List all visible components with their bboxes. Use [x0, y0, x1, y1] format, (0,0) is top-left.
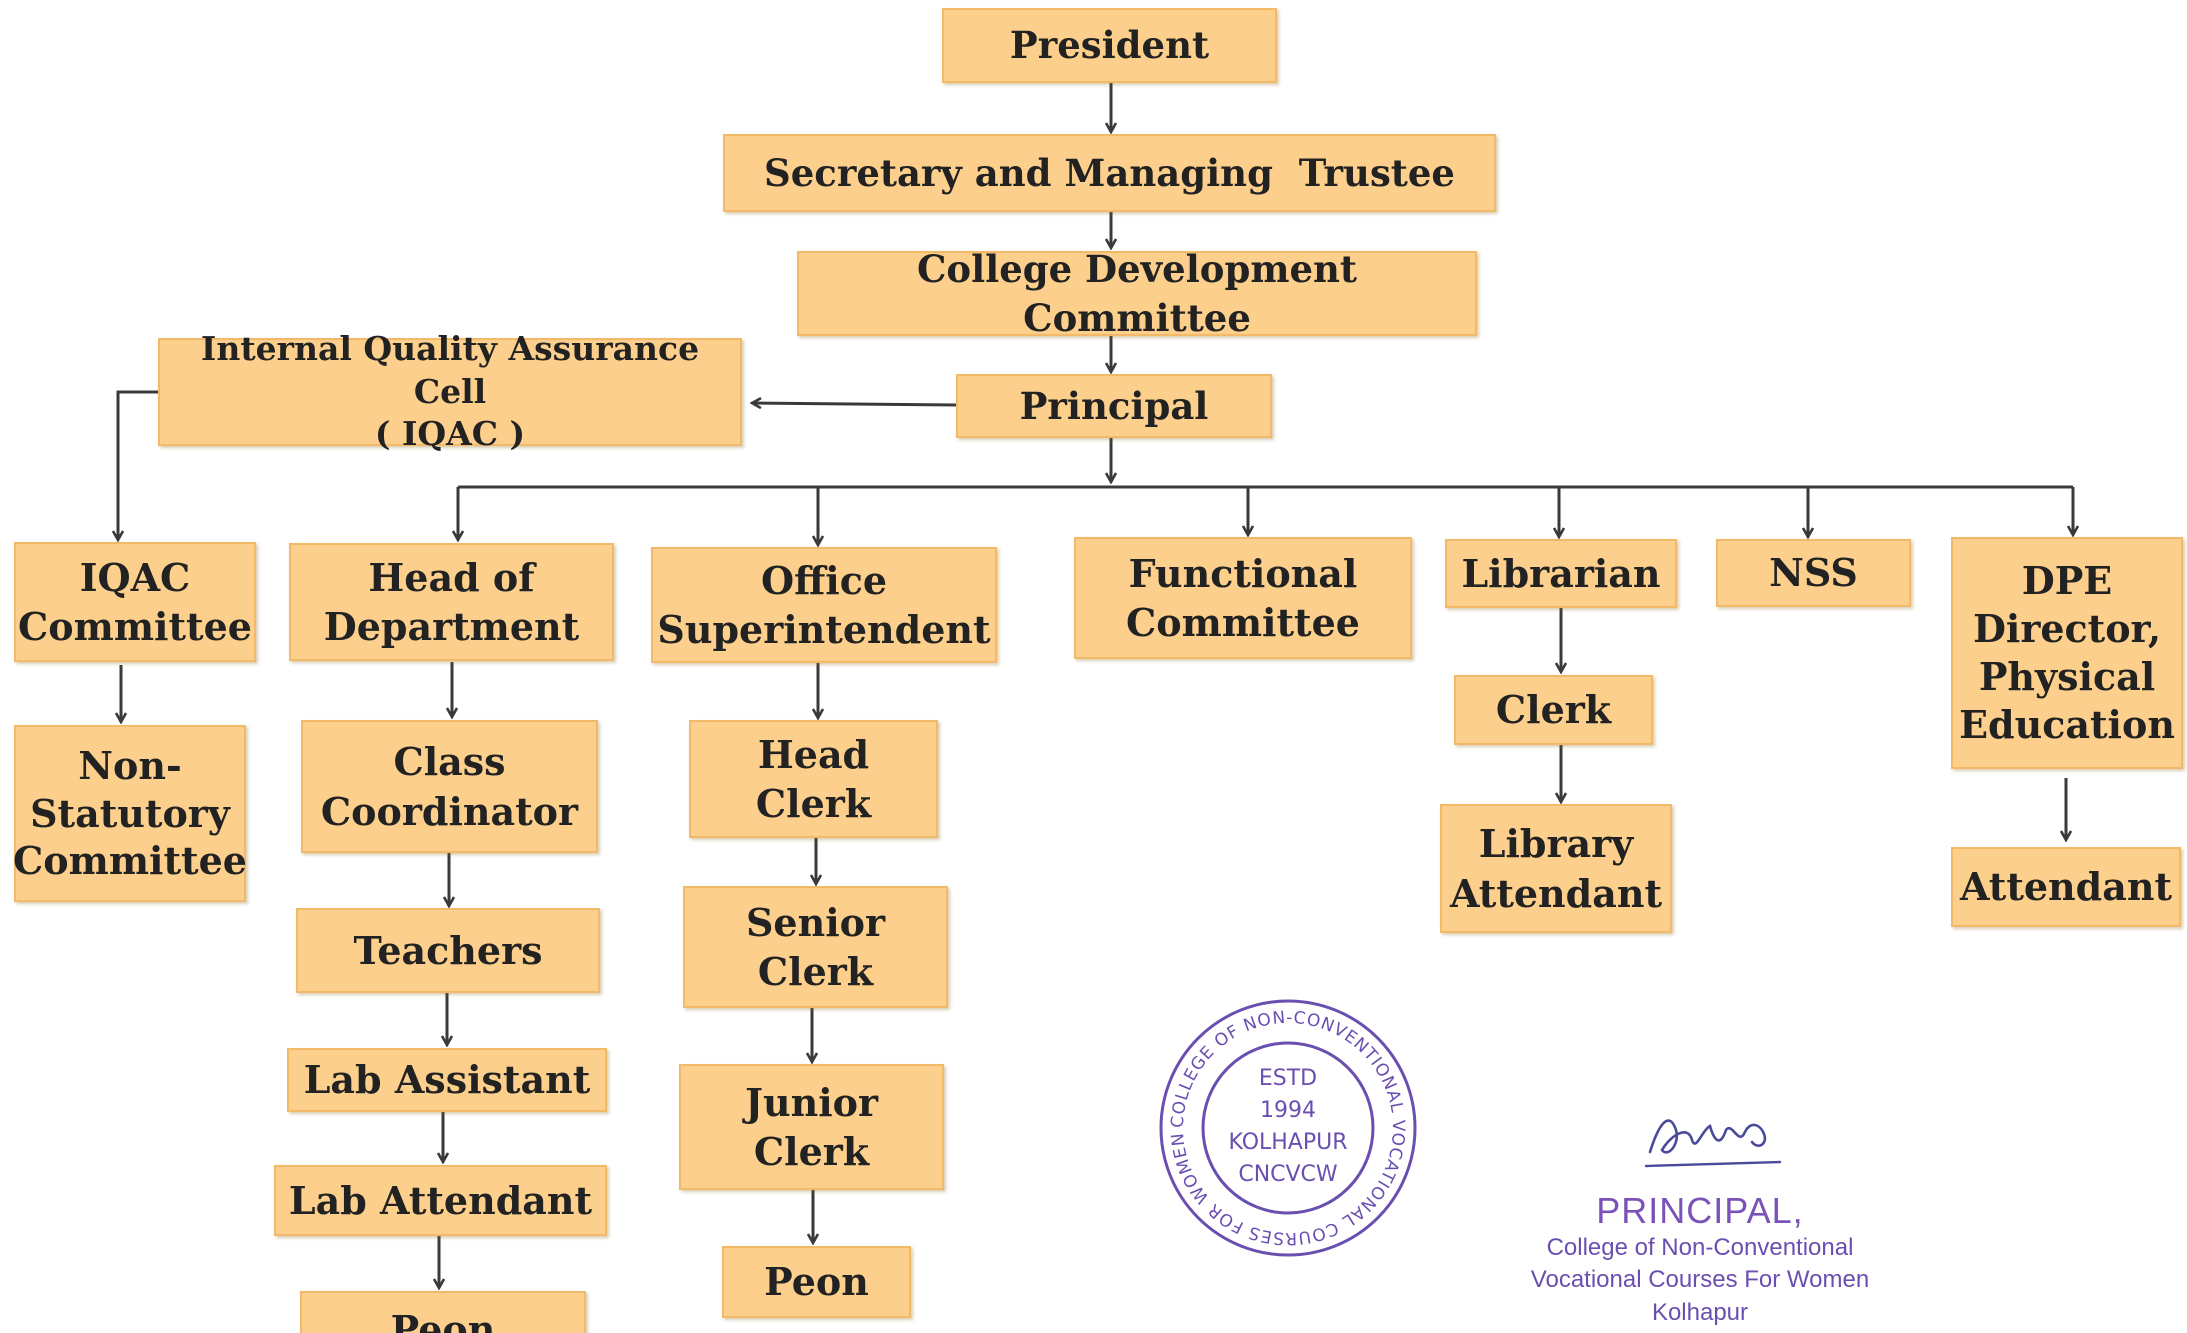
node-lab-assistant: Lab Assistant: [287, 1048, 607, 1112]
node-office-superintendent: Office Superintendent: [651, 547, 997, 663]
college-stamp: COLLEGE OF NON-CONVENTIONAL VOCATIONAL C…: [1153, 993, 1417, 1257]
signature-line1: College of Non-Conventional: [1546, 1234, 1854, 1261]
node-college-development-committee: College Development Committee: [797, 247, 1477, 340]
node-senior-clerk: Senior Clerk: [683, 886, 948, 1008]
node-principal: Principal: [956, 374, 1272, 438]
node-head-of-department: Head of Department: [289, 543, 614, 661]
node-librarian: Librarian: [1445, 539, 1677, 608]
principal-signature-block: PRINCIPAL, College of Non-Conventional V…: [1510, 1190, 1890, 1329]
node-president: President: [942, 8, 1277, 83]
signature-title: PRINCIPAL,: [1596, 1190, 1804, 1231]
node-library-attendant: Library Attendant: [1440, 804, 1672, 933]
node-peon-office: Peon: [722, 1246, 911, 1318]
node-peon-left: Peon: [300, 1291, 586, 1333]
node-clerk-library: Clerk: [1454, 675, 1653, 745]
node-nss: NSS: [1716, 539, 1911, 607]
node-iqac-committee: IQAC Committee: [14, 542, 256, 662]
node-lab-attendant: Lab Attendant: [274, 1165, 607, 1236]
node-class-coordinator: Class Coordinator: [301, 720, 598, 853]
node-junior-clerk: Junior Clerk: [679, 1064, 944, 1190]
signature-line2: Vocational Courses For Women: [1530, 1266, 1870, 1294]
node-secretary: Secretary and Managing Trustee: [723, 134, 1496, 212]
stamp-year: 1994: [1260, 1098, 1316, 1123]
node-iqac-cell: Internal Quality Assurance Cell ( IQAC ): [158, 329, 742, 453]
node-dpe-director: DPE Director, Physical Education: [1951, 537, 2183, 769]
signature-line3: Kolhapur: [1651, 1298, 1749, 1326]
arrow-iqac-cell-committee: [118, 390, 158, 540]
principal-signature: [1644, 1119, 1782, 1168]
node-functional-committee: Functional Committee: [1074, 537, 1412, 659]
stamp-code: CNCVCW: [1238, 1162, 1338, 1187]
arrow-principal-iqac-cell: [752, 403, 959, 405]
node-teachers: Teachers: [296, 908, 600, 993]
stamp-estd: ESTD: [1259, 1066, 1317, 1091]
node-non-statutory-committee: Non- Statutory Committee: [13, 725, 247, 902]
stamp-city: KOLHAPUR: [1228, 1130, 1347, 1155]
node-attendant: Attendant: [1951, 847, 2181, 927]
node-head-clerk: Head Clerk: [689, 720, 938, 838]
